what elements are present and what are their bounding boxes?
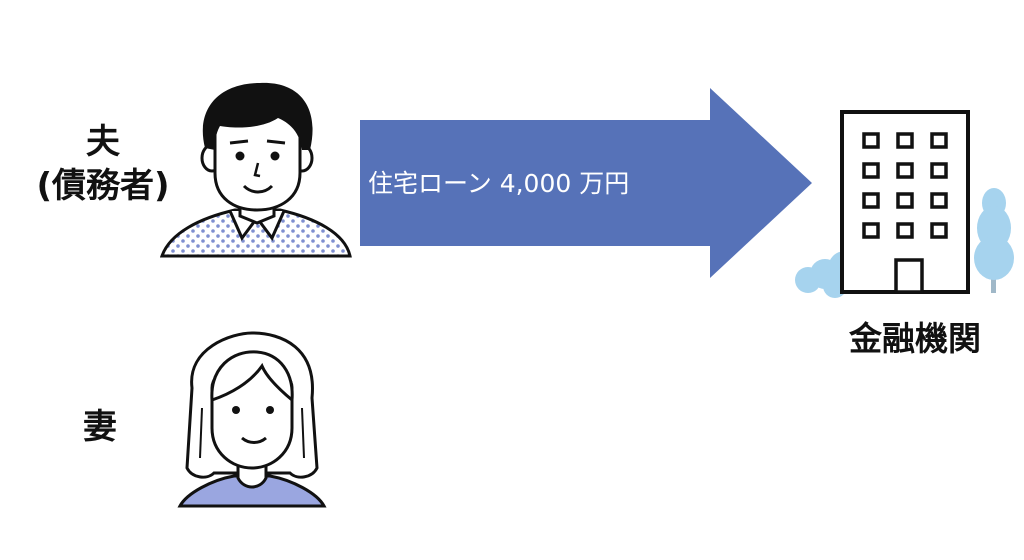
husband-label: 夫 (債務者) (18, 120, 188, 208)
tree-icon (974, 188, 1014, 293)
woman-avatar-icon (177, 331, 327, 508)
loan-arrow (360, 88, 812, 278)
building-icon (795, 110, 1014, 298)
wife-label: 妻 (83, 407, 117, 447)
loan-label: 住宅ローン 4,000 万円 (368, 169, 630, 198)
bank-label: 金融機関 (849, 319, 981, 358)
man-avatar-icon (160, 82, 352, 258)
husband-role: (債務者) (36, 166, 170, 207)
husband-title: 夫 (86, 122, 120, 162)
